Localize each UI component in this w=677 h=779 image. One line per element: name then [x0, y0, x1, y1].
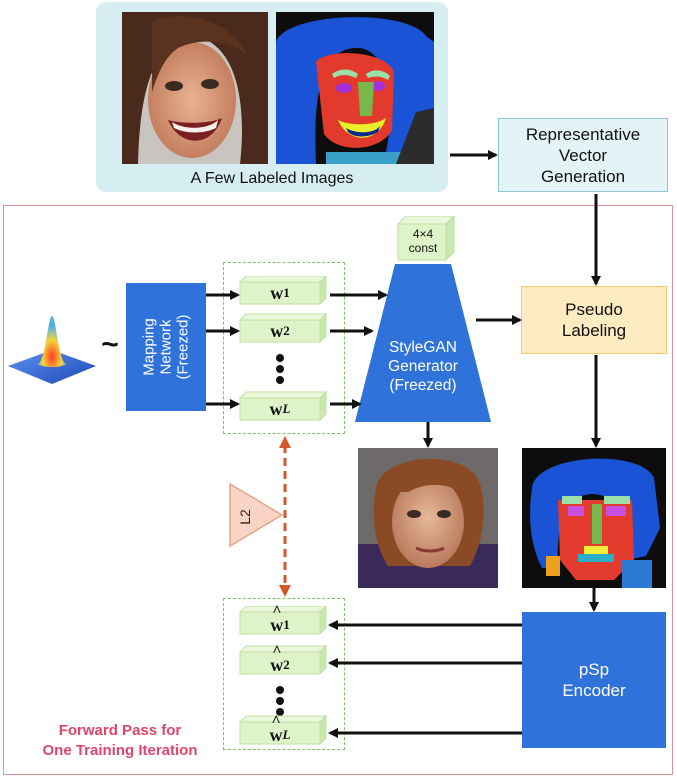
- labeled-segmentation-mask: [276, 12, 434, 164]
- gaussian-distribution-icon: [8, 316, 96, 384]
- w1-block: [238, 276, 327, 306]
- const-block: [396, 216, 455, 262]
- latent-w-group: [223, 262, 345, 434]
- generated-face-image: [358, 448, 498, 588]
- wL-hat-label: wL: [240, 713, 320, 746]
- training-iteration-frame: [3, 205, 673, 775]
- w1-hat-label: w1: [240, 603, 320, 636]
- l2-loss-label: L2: [237, 509, 253, 525]
- w2-block: [238, 312, 328, 344]
- const-label: 4×4 const: [408, 227, 438, 255]
- sampling-tilde: ~: [101, 328, 119, 361]
- w2-hat-label: w2: [240, 643, 320, 676]
- stylegan-generator-label: StyleGAN Generator (Freezed): [388, 338, 458, 394]
- psp-encoder-box: pSp Encoder: [522, 612, 666, 748]
- w-ellipsis-dots: [276, 354, 284, 384]
- mapping-network-box: Mapping Network (Freezed): [126, 283, 206, 411]
- labeled-face-photo: [122, 12, 268, 164]
- predicted-w-group: [223, 598, 345, 750]
- l2-loss-triangle: [229, 482, 284, 548]
- w-hat-ellipsis-dots: [276, 686, 284, 716]
- mapping-network-label: Mapping Network (Freezed): [140, 314, 192, 380]
- w-blocks-top: [238, 276, 328, 422]
- forward-pass-caption: Forward Pass for One Training Iteration: [42, 722, 198, 759]
- stylegan-generator-shape: [355, 264, 491, 422]
- pseudo-label-mask: [522, 448, 666, 588]
- representative-vector-box: Representative Vector Generation: [498, 118, 668, 192]
- wL-block: [238, 390, 328, 422]
- labeled-images-caption: A Few Labeled Images: [190, 170, 354, 187]
- pseudo-labeling-box: Pseudo Labeling: [521, 286, 667, 354]
